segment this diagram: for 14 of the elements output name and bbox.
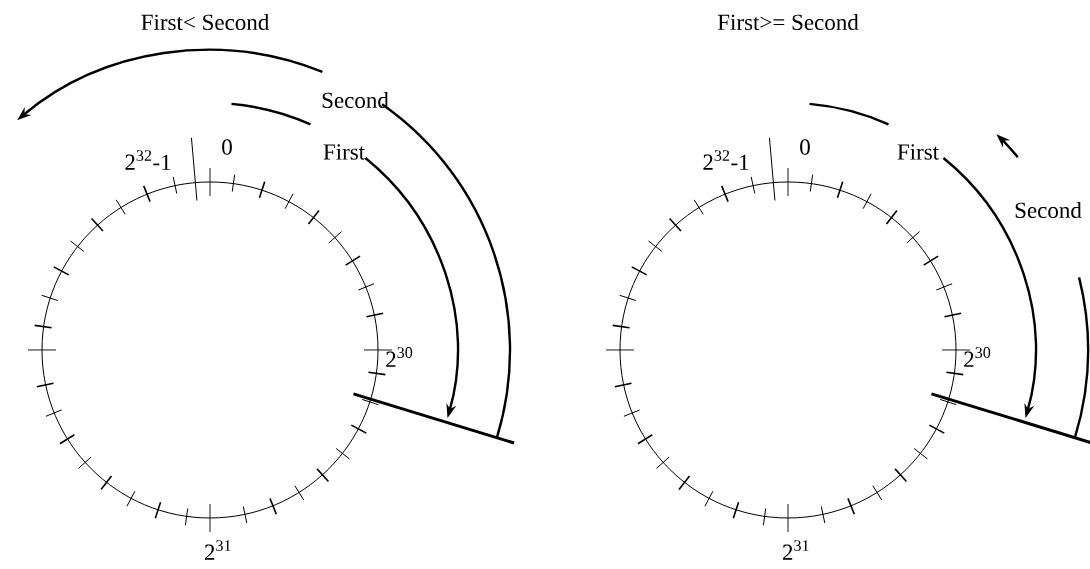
arc-label: First [897,144,939,160]
panel-title: First>= Second [717,13,859,31]
panel-title: First< Second [141,13,270,31]
number-label: 2$^{32}$-1 [125,150,171,170]
number-label: 2$^{31}$ [782,540,809,560]
number-label: 2$^{30}$ [386,347,413,367]
arc-label: Second [1015,201,1082,219]
number-label: 2$^{32}$-1 [703,150,749,170]
number-label: 0 [800,139,810,155]
number-label: 2$^{31}$ [204,540,231,560]
number-label: 0 [222,139,232,155]
arc-label: First [323,144,365,160]
arc-label: Second [322,91,389,109]
number-label: 2$^{30}$ [964,347,991,367]
